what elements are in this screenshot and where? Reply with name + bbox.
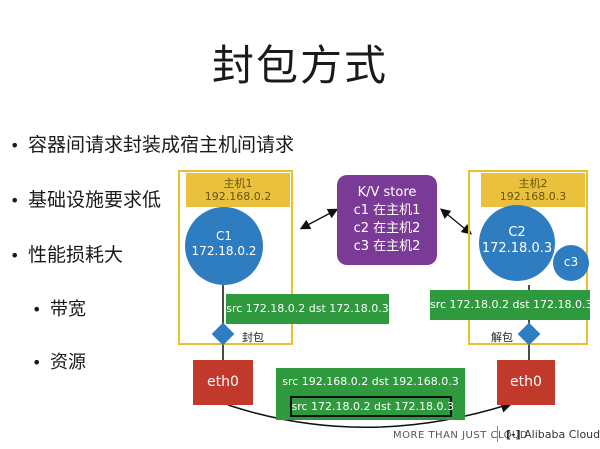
footer-slogan: MORE THAN JUST CLOUD: [393, 430, 529, 441]
bullet-2-text: 基础设施要求低: [28, 189, 162, 211]
sub-bullet-2-text: 资源: [50, 352, 86, 373]
eth0-left: eth0: [193, 360, 253, 405]
footer-divider: [497, 426, 498, 442]
inner-packet: src 172.18.0.2 dst 172.18.0.3: [289, 396, 454, 417]
alibaba-cloud-logo-icon: [-]: [506, 428, 521, 441]
host2-label: 主机2 192.168.0.3: [481, 173, 585, 207]
packet-left: src 172.18.0.2 dst 172.18.0.3: [226, 294, 389, 324]
sub-bullet-1-text: 带宽: [50, 299, 86, 320]
outer-packet: src 192.168.0.2 dst 192.168.0.3 src 172.…: [276, 368, 465, 420]
packet-right: src 172.18.0.2 dst 172.18.0.3: [430, 290, 593, 320]
kv-store-line-3: c3 在主机2: [353, 239, 421, 254]
host2-ip: 192.168.0.3: [499, 190, 567, 203]
kv-left-arrow: [299, 208, 339, 230]
kv-store-line-1: c1 在主机1: [353, 203, 421, 218]
kv-store: K/V store c1 在主机1 c2 在主机2 c3 在主机2: [337, 175, 437, 265]
bullet-3-text: 性能损耗大: [28, 244, 124, 266]
c1-ip: 172.18.0.2: [191, 244, 257, 258]
bullet-dot-icon: •: [32, 300, 42, 319]
container-c2: C2 172.18.0.3: [479, 205, 555, 281]
bullet-3: • 性能损耗大: [10, 240, 123, 267]
kv-right-arrow: [439, 208, 473, 235]
kv-store-title: K/V store: [357, 185, 417, 200]
c2-ip: 172.18.0.3: [481, 241, 553, 256]
bullet-2: • 基础设施要求低: [10, 185, 161, 212]
bullet-1-text: 容器间请求封装成宿主机间请求: [28, 134, 295, 156]
container-c1: C1 172.18.0.2: [185, 207, 263, 285]
bullet-dot-icon: •: [32, 353, 42, 372]
bullet-dot-icon: •: [10, 136, 20, 155]
eth-transfer-arrow: [227, 400, 513, 428]
c2-name: C2: [508, 225, 526, 240]
host1-label: 主机1 192.168.0.2: [186, 173, 290, 207]
outer-packet-text: src 192.168.0.2 dst 192.168.0.3: [282, 375, 459, 388]
container-c3: c3: [553, 245, 589, 281]
footer-brand-text: Alibaba Cloud: [524, 428, 600, 441]
bullet-1: • 容器间请求封装成宿主机间请求: [10, 130, 294, 157]
host1-name: 主机1: [223, 177, 253, 190]
host2-name: 主机2: [518, 177, 548, 190]
slide-title: 封包方式: [211, 41, 388, 90]
sub-bullet-1: • 带宽: [32, 295, 86, 321]
c1-name: C1: [215, 229, 232, 243]
bullet-dot-icon: •: [10, 191, 20, 210]
decap-label: 解包: [491, 331, 513, 344]
bullet-dot-icon: •: [10, 246, 20, 265]
host1-frame: [178, 170, 293, 345]
kv-store-line-2: c2 在主机2: [353, 221, 421, 236]
eth0-right: eth0: [497, 360, 555, 405]
encap-label: 封包: [242, 331, 264, 344]
sub-bullet-2: • 资源: [32, 348, 86, 374]
c3-name: c3: [563, 255, 579, 269]
footer-brand: [-] Alibaba Cloud: [506, 428, 600, 441]
host1-ip: 192.168.0.2: [204, 190, 272, 203]
